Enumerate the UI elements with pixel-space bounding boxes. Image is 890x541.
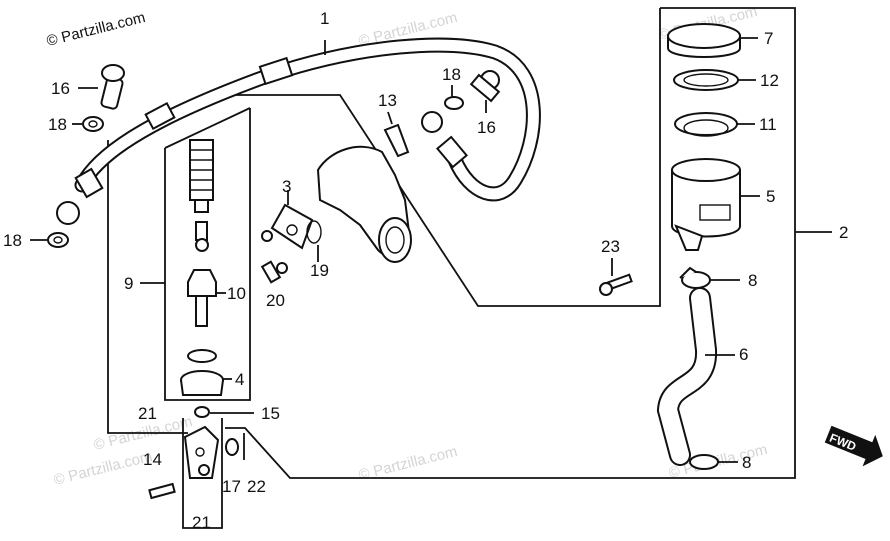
bolt-23 — [599, 273, 633, 296]
callout-4[interactable]: 4 — [235, 370, 244, 389]
callout-12[interactable]: 12 — [760, 71, 779, 90]
assembly-lines — [107, 7, 832, 529]
brake-hose — [74, 37, 541, 202]
callout-leaders — [611, 37, 760, 463]
banjo-bolt-left-top — [78, 64, 125, 110]
callout-8-top[interactable]: 8 — [748, 271, 757, 290]
hose-clamp-top — [679, 266, 711, 289]
callout-7[interactable]: 7 — [764, 29, 773, 48]
callout-21-top[interactable]: 21 — [138, 404, 157, 423]
callout-17[interactable]: 17 — [222, 477, 241, 496]
callout-13[interactable]: 13 — [378, 91, 397, 110]
lower-bracket — [148, 425, 245, 500]
callout-9[interactable]: 9 — [124, 274, 133, 293]
washer-left-top — [72, 116, 104, 132]
callout-8-bottom[interactable]: 8 — [742, 453, 751, 472]
reservoir-cap — [667, 23, 741, 58]
callout-23[interactable]: 23 — [601, 237, 620, 256]
callout-22[interactable]: 22 — [247, 477, 266, 496]
callout-18-right[interactable]: 18 — [442, 65, 461, 84]
callout-15[interactable]: 15 — [261, 404, 280, 423]
forward-arrow: FWD — [824, 425, 883, 467]
bolt-20 — [260, 260, 288, 284]
reservoir-hose — [656, 287, 717, 466]
callout-5[interactable]: 5 — [766, 187, 775, 206]
banjo-fitting-left — [30, 201, 80, 248]
master-cylinder-body — [316, 145, 412, 263]
callout-labels: 1 2 3 4 5 6 7 8 8 9 10 11 12 13 14 15 16… — [3, 9, 848, 532]
callout-16-right[interactable]: 16 — [477, 118, 496, 137]
callout-6[interactable]: 6 — [739, 345, 748, 364]
callout-3[interactable]: 3 — [282, 177, 291, 196]
watermark-corner: © Partzilla.com — [45, 9, 147, 50]
callout-11[interactable]: 11 — [759, 115, 777, 134]
callout-18-left-bottom[interactable]: 18 — [3, 231, 22, 250]
hose-clamp-bottom — [689, 454, 719, 470]
callout-21-bottom[interactable]: 21 — [192, 513, 211, 532]
hose-clip — [383, 111, 410, 158]
reservoir-plate — [673, 69, 739, 91]
callout-10[interactable]: 10 — [227, 284, 246, 303]
reservoir-tank — [671, 158, 741, 251]
callout-19[interactable]: 19 — [310, 261, 329, 280]
callout-16-left[interactable]: 16 — [51, 79, 70, 98]
callout-14[interactable]: 14 — [143, 450, 162, 469]
reservoir-diaphragm — [674, 112, 738, 137]
piston-assembly — [180, 139, 254, 418]
callout-1[interactable]: 1 — [320, 9, 329, 28]
callout-2[interactable]: 2 — [839, 223, 848, 242]
pushrod-plate — [261, 190, 322, 262]
fwd-label: FWD — [828, 431, 859, 454]
watermark-bottom-left: © Partzilla.com — [52, 448, 154, 489]
banjo-bolt-right — [421, 70, 501, 133]
callout-18-left-top[interactable]: 18 — [48, 115, 67, 134]
callout-20[interactable]: 20 — [266, 291, 285, 310]
